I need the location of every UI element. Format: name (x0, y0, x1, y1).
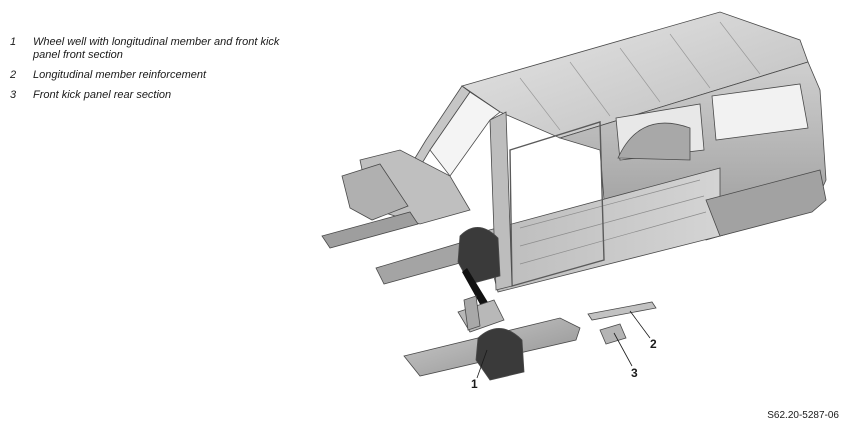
part-2-longitudinal-reinforcement (587, 301, 657, 321)
reference-code: S62.20-5287-06 (767, 410, 839, 421)
legend-number: 3 (10, 89, 17, 101)
callout-3: 3 (631, 366, 638, 380)
rear-wheel-arch (617, 122, 691, 161)
front-wheel-well-installed (457, 227, 501, 285)
removal-arrow (462, 268, 489, 306)
part-3-kick-panel-rear (599, 323, 627, 345)
callout-2: 2 (650, 337, 657, 351)
callout-1: 1 (471, 377, 478, 391)
leader-lines (476, 310, 651, 379)
rear-side-window (711, 83, 809, 141)
van-body-shell (321, 11, 827, 293)
roof-ribs (519, 21, 761, 131)
legend-item-1: 1 Wheel well with longitudinal member an… (10, 36, 300, 62)
legend-item-3: 3 Front kick panel rear section (10, 89, 300, 102)
legend-item-2: 2 Longitudinal member reinforcement (10, 69, 300, 82)
legend-number: 1 (10, 36, 17, 48)
leader-line-3 (613, 332, 633, 367)
floor-pan (481, 167, 721, 293)
legend: 1 Wheel well with longitudinal member an… (10, 36, 300, 109)
legend-number: 2 (10, 69, 17, 81)
front-longitudinal-upper (321, 211, 419, 249)
engine-compartment (341, 163, 409, 221)
windshield-opening (429, 91, 501, 177)
rear-lower-body (705, 169, 827, 237)
legend-text: Front kick panel rear section (33, 89, 172, 101)
part-1-wheel-well (475, 328, 525, 381)
floor-ribs (519, 179, 707, 265)
legend-text: Wheel well with longitudinal member and … (33, 36, 280, 61)
door-opening-frame (509, 121, 605, 287)
leader-line-1 (476, 349, 488, 379)
legend-text: Longitudinal member reinforcement (33, 69, 207, 81)
part-1-upper-bracket (463, 295, 481, 331)
part-1-wheel-well-assembly (403, 295, 581, 381)
leader-line-2 (629, 310, 651, 339)
